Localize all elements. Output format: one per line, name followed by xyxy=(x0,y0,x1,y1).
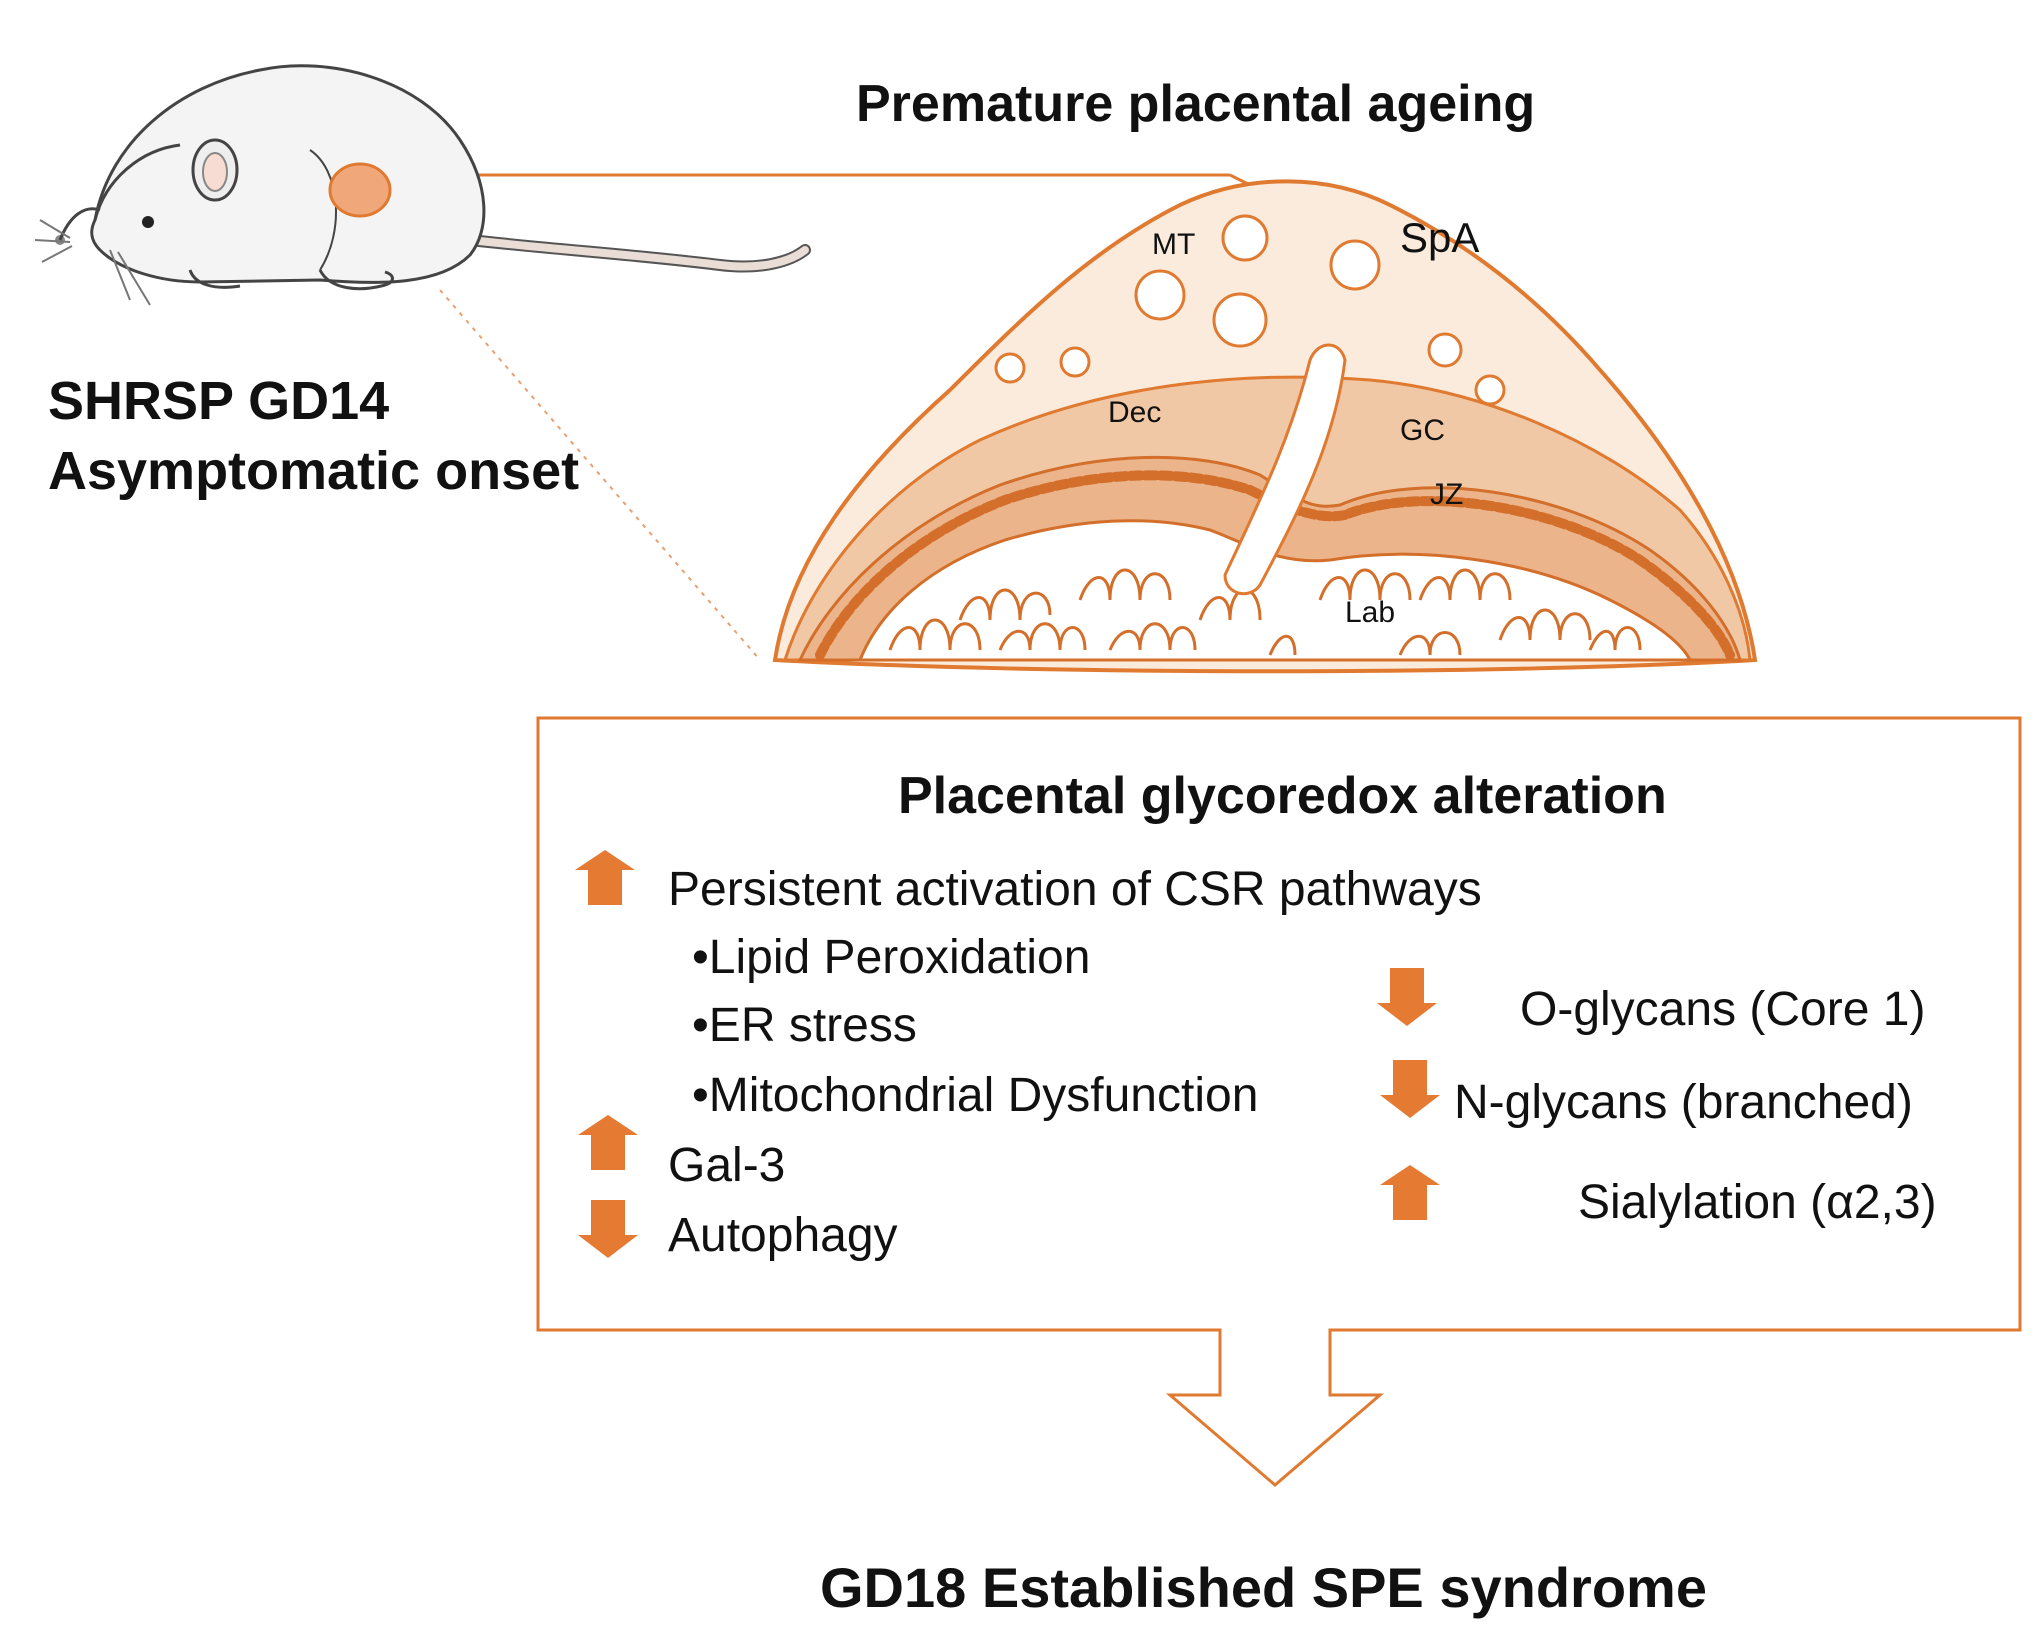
diagram-title: Premature placental ageing xyxy=(856,75,1536,133)
mouse-illustration xyxy=(34,64,811,306)
hollow-down-arrow xyxy=(536,716,2022,1487)
arrow-up-icon xyxy=(578,1115,638,1170)
left-item-csr: Persistent activation of CSR pathways xyxy=(668,863,1482,916)
placenta-label-dec: Dec xyxy=(1108,396,1162,429)
arrow-down-icon xyxy=(1377,968,1437,1026)
bullet-er-stress: •ER stress xyxy=(692,999,917,1052)
conclusion-label: GD18 Established SPE syndrome xyxy=(820,1556,1707,1619)
placenta-label-jz: JZ xyxy=(1430,478,1464,511)
right-item-sialylation: Sialylation (α2,3) xyxy=(1578,1176,1937,1229)
mouse-label-line1: SHRSP GD14 xyxy=(48,371,390,431)
arrow-up-icon xyxy=(575,850,635,905)
placenta-label-mt: MT xyxy=(1152,228,1196,261)
right-item-n-glycans: N-glycans (branched) xyxy=(1454,1076,1913,1129)
placenta-label-lab: Lab xyxy=(1345,596,1396,629)
arrow-up-icon xyxy=(1380,1165,1440,1220)
placenta-label-gc: GC xyxy=(1400,414,1445,447)
right-item-o-glycans: O-glycans (Core 1) xyxy=(1520,983,1926,1036)
arrow-down-icon xyxy=(578,1200,638,1258)
arrow-down-icon xyxy=(1380,1060,1440,1118)
bullet-mitochondrial-dysfunction: •Mitochondrial Dysfunction xyxy=(692,1069,1259,1122)
placenta-cross-section xyxy=(772,179,1758,674)
placenta-label-spa: SpA xyxy=(1400,214,1480,261)
bullet-lipid-peroxidation: •Lipid Peroxidation xyxy=(692,931,1091,984)
left-item-autophagy: Autophagy xyxy=(668,1209,898,1262)
left-item-gal3: Gal-3 xyxy=(668,1139,786,1192)
box-title: Placental glycoredox alteration xyxy=(898,767,1667,825)
mouse-label-line2: Asymptomatic onset xyxy=(48,441,580,501)
